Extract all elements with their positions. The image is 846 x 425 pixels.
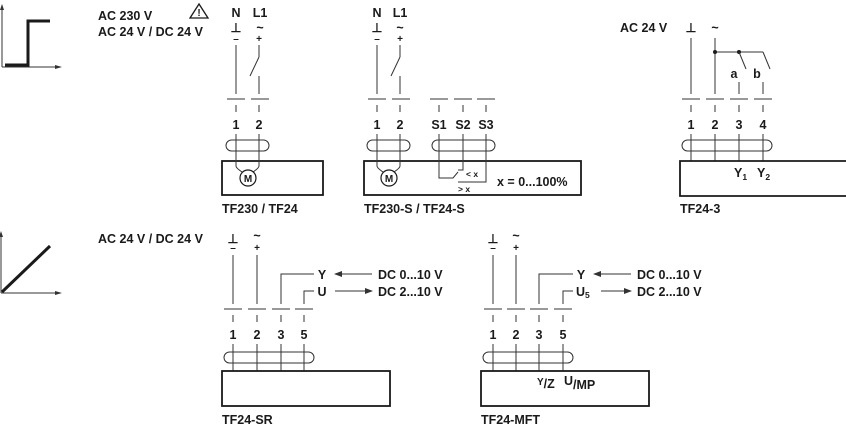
step-curve: [5, 19, 50, 67]
supply-label-ac24: AC 24 V: [620, 21, 668, 35]
svg-text:M: M: [385, 174, 393, 185]
y-label: Y: [577, 268, 586, 282]
svg-text:!: !: [197, 8, 200, 19]
switch-a-icon: [738, 51, 747, 70]
minus-symbol: –: [233, 34, 239, 45]
supply-label-ac24-dc24-bottom: AC 24 V / DC 24 V: [98, 232, 204, 246]
switch-icon: [249, 56, 260, 77]
switch-a-label: a: [731, 67, 739, 81]
plus-symbol: +: [513, 243, 519, 254]
diagram-tf230-tf24: N L1 ⊥ ~ – + 1 2 M TF230 / TF24: [221, 6, 324, 216]
warning-icon: !: [188, 2, 210, 19]
terminal-1: 1: [490, 328, 497, 342]
ground-symbol: ⊥: [231, 21, 242, 35]
u-label: U: [317, 285, 326, 299]
cable-bundle: [681, 139, 773, 152]
label-l1: L1: [253, 6, 268, 20]
ac-symbol: ~: [253, 229, 260, 243]
y-signal-label: DC 0...10 V: [378, 268, 443, 282]
diagram-title: TF24-SR: [222, 413, 273, 425]
linear-curve: [0, 244, 52, 294]
terminal-5: 5: [560, 328, 567, 342]
range-label: x = 0...100%: [497, 175, 568, 189]
terminal-2: 2: [513, 328, 520, 342]
actuator-box: [221, 160, 324, 196]
actuator-box: [679, 160, 846, 197]
modulating-graph-icon: [0, 231, 62, 295]
label-n: N: [231, 6, 240, 20]
diagram-title: TF24-MFT: [481, 413, 540, 425]
aux-switch-icon: [438, 134, 459, 179]
ground-symbol: ⊥: [372, 21, 383, 35]
terminal-s2: S2: [455, 118, 470, 132]
y-label: Y: [318, 268, 327, 282]
terminal-s1: S1: [431, 118, 446, 132]
svg-text:M: M: [244, 174, 252, 185]
diagram-tf24-mft: ⊥ ~ – + Y U5 DC 0...10 V DC 2...10 V 1 2…: [480, 229, 702, 425]
terminal-1: 1: [374, 118, 381, 132]
supply-label-ac230: AC 230 V: [98, 9, 153, 23]
actuator-box: [480, 370, 650, 407]
terminal-4: 4: [760, 118, 767, 132]
ground-symbol: ⊥: [686, 21, 697, 35]
u-signal-label: DC 2...10 V: [637, 285, 702, 299]
ground-symbol: ⊥: [488, 232, 499, 246]
y1-label: Y1: [734, 166, 747, 182]
gt-x-label: > x: [458, 184, 470, 194]
cable-bundle: [225, 139, 270, 152]
junction-dot: [713, 50, 717, 54]
switch-b-icon: [762, 51, 771, 70]
diagram-tf24-sr: ⊥ ~ – + Y U DC 0...10 V DC 2...10 V 1 2 …: [221, 229, 443, 425]
ac-symbol: ~: [396, 21, 403, 35]
y-signal-label: DC 0...10 V: [637, 268, 702, 282]
diagram-title: TF230-S / TF24-S: [364, 202, 465, 216]
terminal-3: 3: [536, 328, 543, 342]
terminal-1: 1: [230, 328, 237, 342]
ac-symbol: ~: [711, 21, 718, 35]
diagram-title: TF24-3: [680, 202, 720, 216]
switch-b-label: b: [753, 67, 761, 81]
on-off-graph-icon: [0, 4, 62, 69]
u5-label: U5: [576, 285, 590, 300]
motor-icon: [380, 169, 398, 187]
terminal-2: 2: [397, 118, 404, 132]
cable-bundle: [366, 139, 411, 152]
yz-label: Y/Z: [537, 377, 555, 391]
cable-bundle: [223, 351, 315, 364]
cable-bundle: [482, 351, 574, 364]
ac-symbol: ~: [512, 229, 519, 243]
label-n: N: [372, 6, 381, 20]
terminal-1: 1: [233, 118, 240, 132]
y2-label: Y2: [757, 166, 770, 182]
ump-label: U/MP: [564, 374, 595, 392]
terminal-2: 2: [712, 118, 719, 132]
terminal-3: 3: [736, 118, 743, 132]
diagram-tf230s-tf24s: N L1 ⊥ ~ – + 1 2 S1 S2 S3 M < x: [363, 6, 582, 216]
terminal-5: 5: [301, 328, 308, 342]
ground-symbol: ⊥: [228, 232, 239, 246]
label-l1: L1: [393, 6, 408, 20]
plus-symbol: +: [256, 34, 262, 45]
minus-symbol: –: [490, 243, 496, 254]
u-signal-label: DC 2...10 V: [378, 285, 443, 299]
switch-icon: [390, 56, 401, 77]
terminal-1: 1: [688, 118, 695, 132]
motor-icon: [239, 169, 257, 187]
plus-symbol: +: [254, 243, 260, 254]
terminal-3: 3: [278, 328, 285, 342]
lt-x-label: < x: [466, 169, 478, 179]
minus-symbol: –: [230, 243, 236, 254]
supply-label-ac24-dc24: AC 24 V / DC 24 V: [98, 25, 204, 39]
terminal-2: 2: [256, 118, 263, 132]
ac-symbol: ~: [256, 21, 263, 35]
diagram-tf24-3: AC 24 V ⊥ ~ a b 1 2 3 4 Y1 Y2 TF24-3: [620, 21, 846, 216]
terminal-2: 2: [254, 328, 261, 342]
minus-symbol: –: [374, 34, 380, 45]
plus-symbol: +: [397, 34, 403, 45]
terminal-s3: S3: [478, 118, 493, 132]
diagram-title: TF230 / TF24: [222, 202, 298, 216]
actuator-box: [221, 370, 391, 407]
